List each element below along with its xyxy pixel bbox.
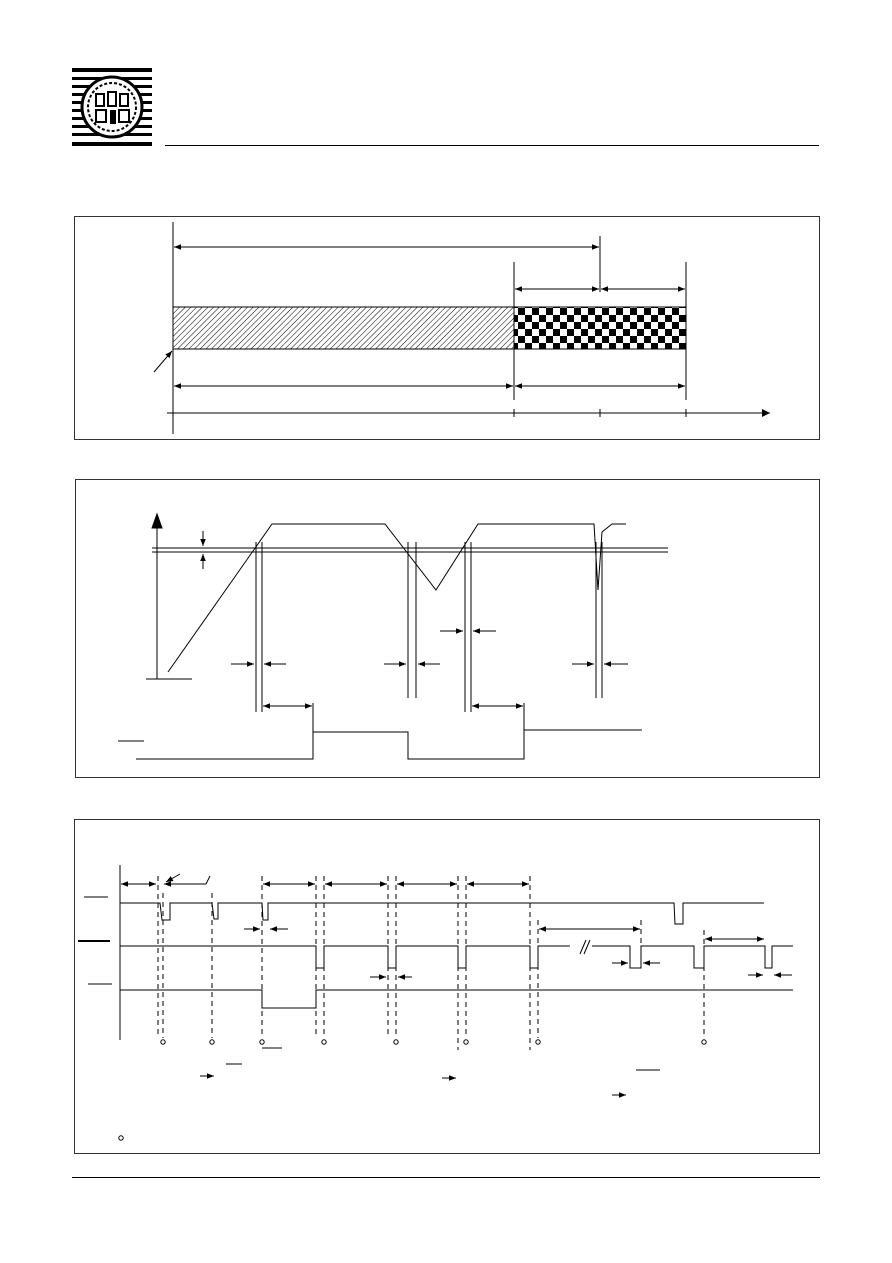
header-rule: [165, 145, 819, 146]
bus-timing-panel: [74, 819, 820, 1154]
footer-rule: [72, 1177, 820, 1178]
company-logo: [72, 68, 152, 146]
company-logo-icon: [72, 68, 152, 146]
